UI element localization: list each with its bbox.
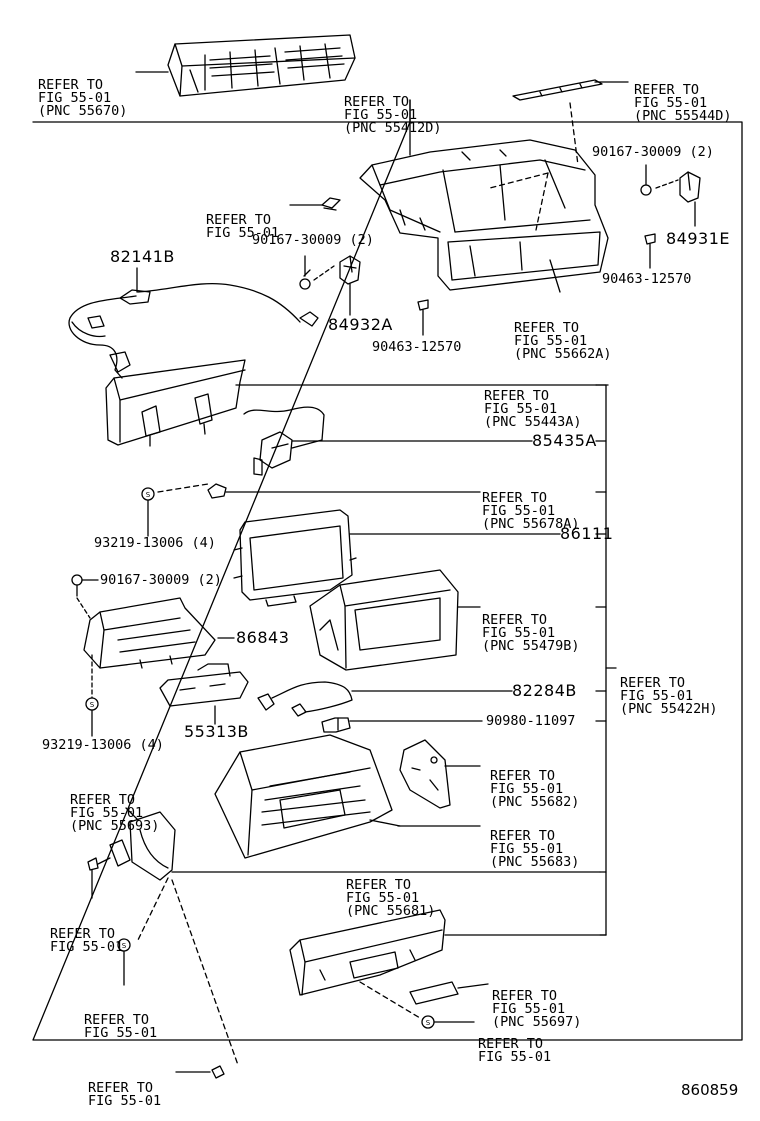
part-84931E: 84931E <box>666 229 731 248</box>
switch-84931E <box>679 171 701 203</box>
part-90167-c: 90167-30009 (2) <box>100 572 222 588</box>
instrument-panel-hood <box>359 139 609 291</box>
part-93219-a: 93219-13006 (4) <box>94 535 216 551</box>
screw-marker-s: S <box>426 1019 431 1027</box>
switch-84932A <box>339 255 361 285</box>
side-plate-55682 <box>399 739 451 809</box>
plate-55313B <box>159 663 249 707</box>
part-90167-b: 90167-30009 (2) <box>592 144 714 160</box>
lower-panel-55443A <box>105 359 246 447</box>
part-55313B: 55313B <box>184 722 249 741</box>
part-82141B: 82141B <box>110 247 175 266</box>
small-clip <box>321 197 341 211</box>
part-90463-a: 90463-12570 <box>602 271 692 287</box>
part-90463-b: 90463-12570 <box>372 339 462 355</box>
side-bracket-55693 <box>109 811 176 881</box>
center-air-vent <box>167 34 356 97</box>
part-90980: 90980-11097 <box>486 713 576 729</box>
part-86843: 86843 <box>236 628 290 647</box>
wire-harness-82141B <box>68 282 319 379</box>
wire-82284B <box>257 681 353 717</box>
connector-90980 <box>321 717 351 733</box>
part-93219-b: 93219-13006 (4) <box>42 737 164 753</box>
upper-cover-strip <box>512 79 603 101</box>
screw-marker-s: S <box>122 942 127 950</box>
screw-marker-s: S <box>90 701 95 709</box>
glove-box-55683 <box>214 734 401 859</box>
part-82284B: 82284B <box>512 681 577 700</box>
sensor-85435A <box>243 406 325 476</box>
part-84932A: 84932A <box>328 315 393 334</box>
part-85435A: 85435A <box>532 431 597 450</box>
display-housing <box>309 569 459 671</box>
figure-number: 860859 <box>681 1081 739 1099</box>
part-86111: 86111 <box>560 524 614 543</box>
part-90167-a: 90167-30009 (2) <box>252 232 374 248</box>
lower-shelf <box>289 909 446 996</box>
screw-marker-s: S <box>146 491 151 499</box>
assembly-frame <box>32 121 743 1041</box>
bracket-86843 <box>83 597 216 669</box>
display-86111 <box>233 509 357 607</box>
